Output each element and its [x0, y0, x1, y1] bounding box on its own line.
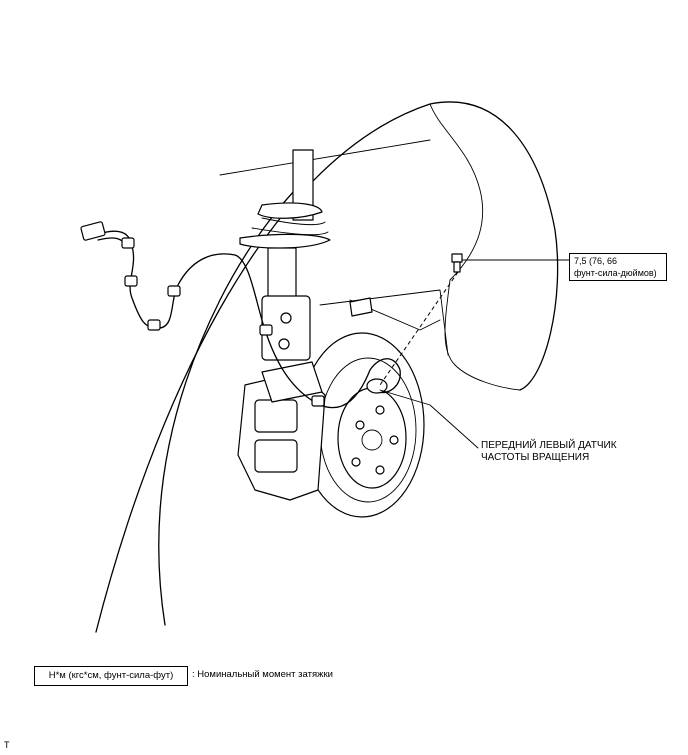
suspension-arm: [319, 289, 449, 356]
sensor-harness: [80, 221, 401, 409]
brake-caliper: [237, 361, 326, 501]
legend-description: : Номинальный момент затяжки: [192, 669, 333, 680]
brake-disc: [299, 332, 425, 518]
torque-value: 7,5 (76, 66: [574, 256, 618, 266]
torque-callout: 7,5 (76, 66 фунт-сила-дюймов): [569, 253, 667, 281]
leader-lines: [379, 259, 570, 449]
footer-mark: T: [4, 740, 10, 750]
sensor-callout: ПЕРЕДНИЙ ЛЕВЫЙ ДАТЧИК ЧАСТОТЫ ВРАЩЕНИЯ: [481, 440, 617, 464]
sensor-label-line1: ПЕРЕДНИЙ ЛЕВЫЙ ДАТЧИК: [481, 440, 617, 451]
sensor-bolt: [379, 253, 463, 386]
sensor-label-line2: ЧАСТОТЫ ВРАЩЕНИЯ: [481, 452, 590, 463]
strut-assembly: [239, 149, 331, 361]
torque-units: фунт-сила-дюймов): [574, 268, 657, 278]
legend-units-box: Н*м (кгс*см, фунт-сила-фут): [34, 666, 188, 686]
